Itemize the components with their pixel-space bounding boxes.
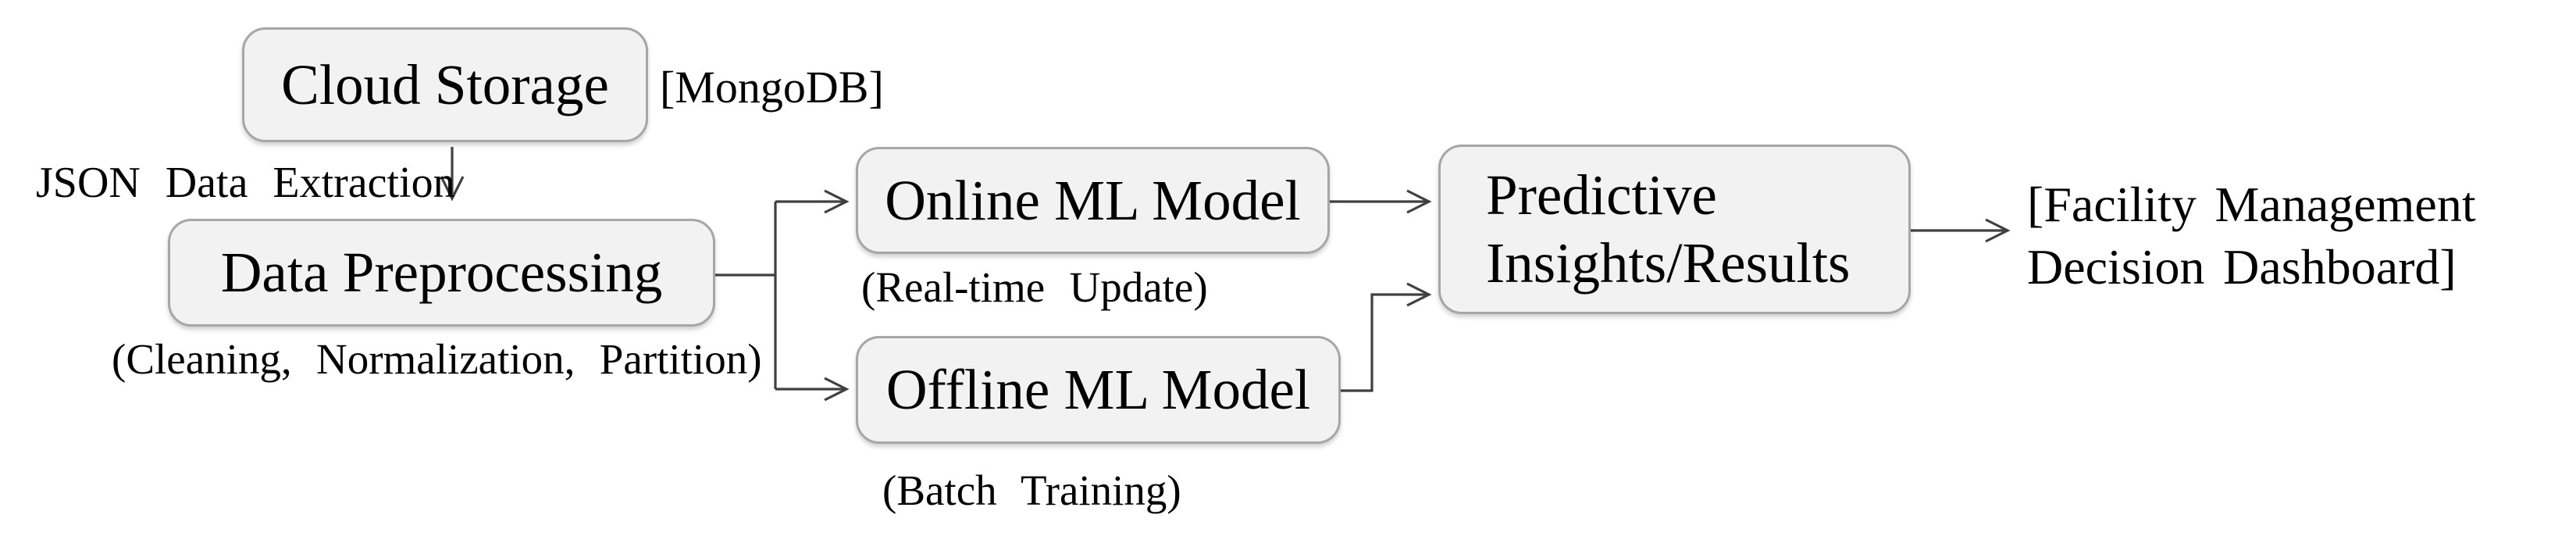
data-preprocessing-label: Data Preprocessing	[220, 241, 663, 304]
online-model-caption: (Real-time Update)	[861, 263, 1208, 311]
cloud-storage-label: Cloud Storage	[281, 52, 609, 116]
facility-dashboard-line1: [Facility Management	[2027, 177, 2476, 232]
json-data-extraction-label: JSON Data Extraction	[36, 159, 455, 207]
predictive-insights-label-line2: Insights/Results	[1486, 230, 1851, 295]
offline-ml-model-node: Offline ML Model	[856, 336, 1341, 444]
offline-ml-model-label: Offline ML Model	[885, 358, 1311, 421]
predictive-insights-label-line1: Predictive	[1486, 163, 1717, 227]
online-ml-model-node: Online ML Model	[856, 147, 1330, 254]
edge-preprocessing-split-rail	[715, 202, 777, 389]
mongodb-annotation: [MongoDB]	[660, 62, 884, 113]
online-ml-model-label: Online ML Model	[885, 168, 1301, 232]
predictive-insights-node: Predictive Insights/Results	[1438, 145, 1911, 314]
data-preprocessing-node: Data Preprocessing	[168, 219, 715, 327]
offline-model-caption: (Batch Training)	[882, 466, 1181, 514]
edge-offline-to-predictive-arrow	[1341, 282, 1432, 392]
facility-dashboard-annotation: [Facility Management Decision Dashboard]	[2027, 173, 2476, 298]
cloud-storage-node: Cloud Storage	[242, 27, 648, 142]
preprocessing-caption: (Cleaning, Normalization, Partition)	[112, 335, 762, 383]
facility-dashboard-line2: Decision Dashboard]	[2027, 239, 2457, 295]
